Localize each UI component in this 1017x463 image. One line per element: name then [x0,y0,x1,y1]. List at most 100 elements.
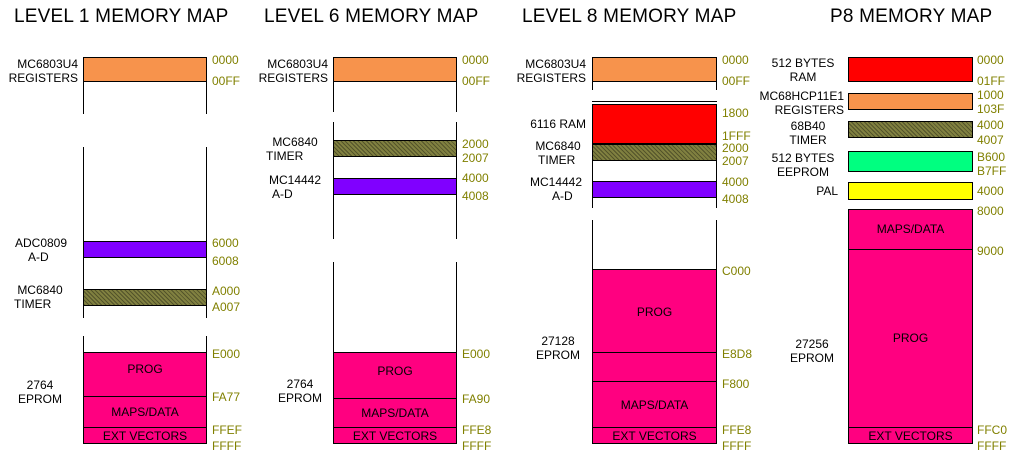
level1-map-outline [206,82,207,114]
level6-eprom-label: 2764 EPROM [277,377,322,405]
level1-ad-start-address: 6000 [212,236,239,250]
level6-prog-label: PROG [377,364,413,378]
p8-vectors-label: EXT VECTORS [868,429,953,443]
level8-maps-label: MAPS/DATA [620,398,689,412]
level8-ad-block [592,181,717,198]
level8-vectors-start-address: FFE8 [722,423,752,437]
level8-ad-label: MC14442 A-D [529,175,583,203]
p8-registers-label: MC68HCP11E1 REGISTERS [759,89,844,117]
p8-vectors-end-address: FFFF [977,439,1007,453]
p8-eeprom-start-address: B600 [977,150,1006,164]
p8-timer-block [848,121,973,138]
level6-title: LEVEL 6 MEMORY MAP [264,6,479,27]
level6-timer-label: MC6840 TIMER [266,135,318,163]
p8-registers-end-address: 103F [977,102,1005,116]
level1-registers-start-address: 0000 [212,53,239,67]
level6-map-outline [456,262,457,353]
p8-eprom-label: 27256 EPROM [789,337,834,365]
p8-eeprom-label: 512 BYTES EEPROM [771,151,835,179]
level6-timer-start-address: 2000 [462,137,489,151]
level1-vectors-start-address: FFEF [212,423,242,437]
level6-registers-block [333,57,457,82]
p8-pal-label: PAL [816,184,838,198]
level1-map-outline [83,82,84,114]
level6-map-outline [456,82,457,112]
level6-map-outline [333,122,334,140]
level6-vectors-end-address: FFFF [462,439,492,453]
level1-maps-start-address: FA77 [212,390,241,404]
level1-map-outline [206,258,207,279]
level8-eprom-label: 27128 EPROM [535,334,580,362]
level1-map-outline [83,279,84,289]
p8-title: P8 MEMORY MAP [830,6,993,27]
level8-map-outline [716,161,717,181]
level8-map-outline [716,82,717,90]
level6-ad-block [333,178,457,195]
level8-ram-block [592,104,717,144]
level8-registers-label: MC6803U4 REGISTERS [516,57,586,85]
level6-vectors-label: EXT VECTORS [352,429,438,443]
level6-registers-label: MC6803U4 REGISTERS [258,57,328,85]
level8-timer-end-address: 2007 [722,154,749,168]
p8-eeprom-end-address: B7FF [977,164,1007,178]
level6-map-outline [456,122,457,140]
level1-map-outline [206,306,207,318]
level8-maps-start-address: F800 [722,377,750,391]
level1-timer-end-address: A007 [212,300,241,314]
level8-prog-mid-address: E8D8 [722,347,753,361]
level1-map-outline [206,336,207,353]
level6-prog-start-address: E000 [462,347,491,361]
level6-registers-start-address: 0000 [462,53,489,67]
level1-prog-divider [83,396,207,397]
level1-maps-divider [83,427,207,428]
level6-maps-start-address: FA90 [462,392,491,406]
level1-timer-start-address: A000 [212,284,241,298]
level1-ad-end-address: 6008 [212,254,239,268]
level8-ram-end-address: 1FFF [722,129,751,143]
level1-timer-block [83,289,207,306]
level8-timer-block [592,144,717,161]
p8-maps-divider [848,249,973,250]
p8-ram-block [848,57,973,82]
p8-maps-label: MAPS/DATA [876,222,945,236]
level1-eprom-block [83,352,207,444]
level8-map-outline [592,82,593,90]
p8-vectors-start-address: FFC0 [977,423,1007,437]
level1-timer-label: MC6840 TIMER [14,283,63,311]
p8-eeprom-block [848,151,973,172]
level6-map-outline [333,157,334,178]
level8-ad-end-address: 4008 [722,192,749,206]
level8-map-outline [716,220,717,270]
level1-map-outline [83,306,84,318]
level8-registers-block [592,57,717,82]
level6-ad-end-address: 4008 [462,189,489,203]
p8-registers-start-address: 1000 [977,88,1004,102]
p8-registers-block [848,93,973,110]
level6-timer-block [333,140,457,157]
p8-timer-start-address: 4000 [977,118,1004,132]
p8-pal-block [848,182,973,200]
level1-registers-label: MC6803U4 REGISTERS [8,57,78,85]
level8-vectors-label: EXT VECTORS [612,429,697,443]
level8-map-outline [592,220,593,270]
level6-registers-end-address: 00FF [462,74,491,88]
level6-maps-label: MAPS/DATA [361,406,429,420]
level1-title: LEVEL 1 MEMORY MAP [14,6,229,27]
level1-map-outline [206,147,207,241]
level8-eprom-block [592,269,717,444]
p8-prog-label: PROG [892,331,929,345]
level8-registers-start-address: 0000 [722,53,749,67]
p8-eprom-block [848,209,973,444]
level1-prog-label: PROG [127,362,163,376]
level8-timer-start-address: 2000 [722,141,749,155]
level8-vectors-end-address: FFFF [722,439,752,453]
level1-map-outline [206,279,207,289]
level6-map-outline [456,195,457,239]
level1-ad-block [83,241,207,258]
level6-vectors-start-address: FFE8 [462,423,492,437]
level1-maps-label: MAPS/DATA [111,405,179,419]
p8-timer-end-address: 4007 [977,133,1004,147]
level6-map-outline [333,195,334,239]
level8-ram-top-line [592,101,717,102]
level8-timer-label: MC6840 TIMER [535,139,581,167]
